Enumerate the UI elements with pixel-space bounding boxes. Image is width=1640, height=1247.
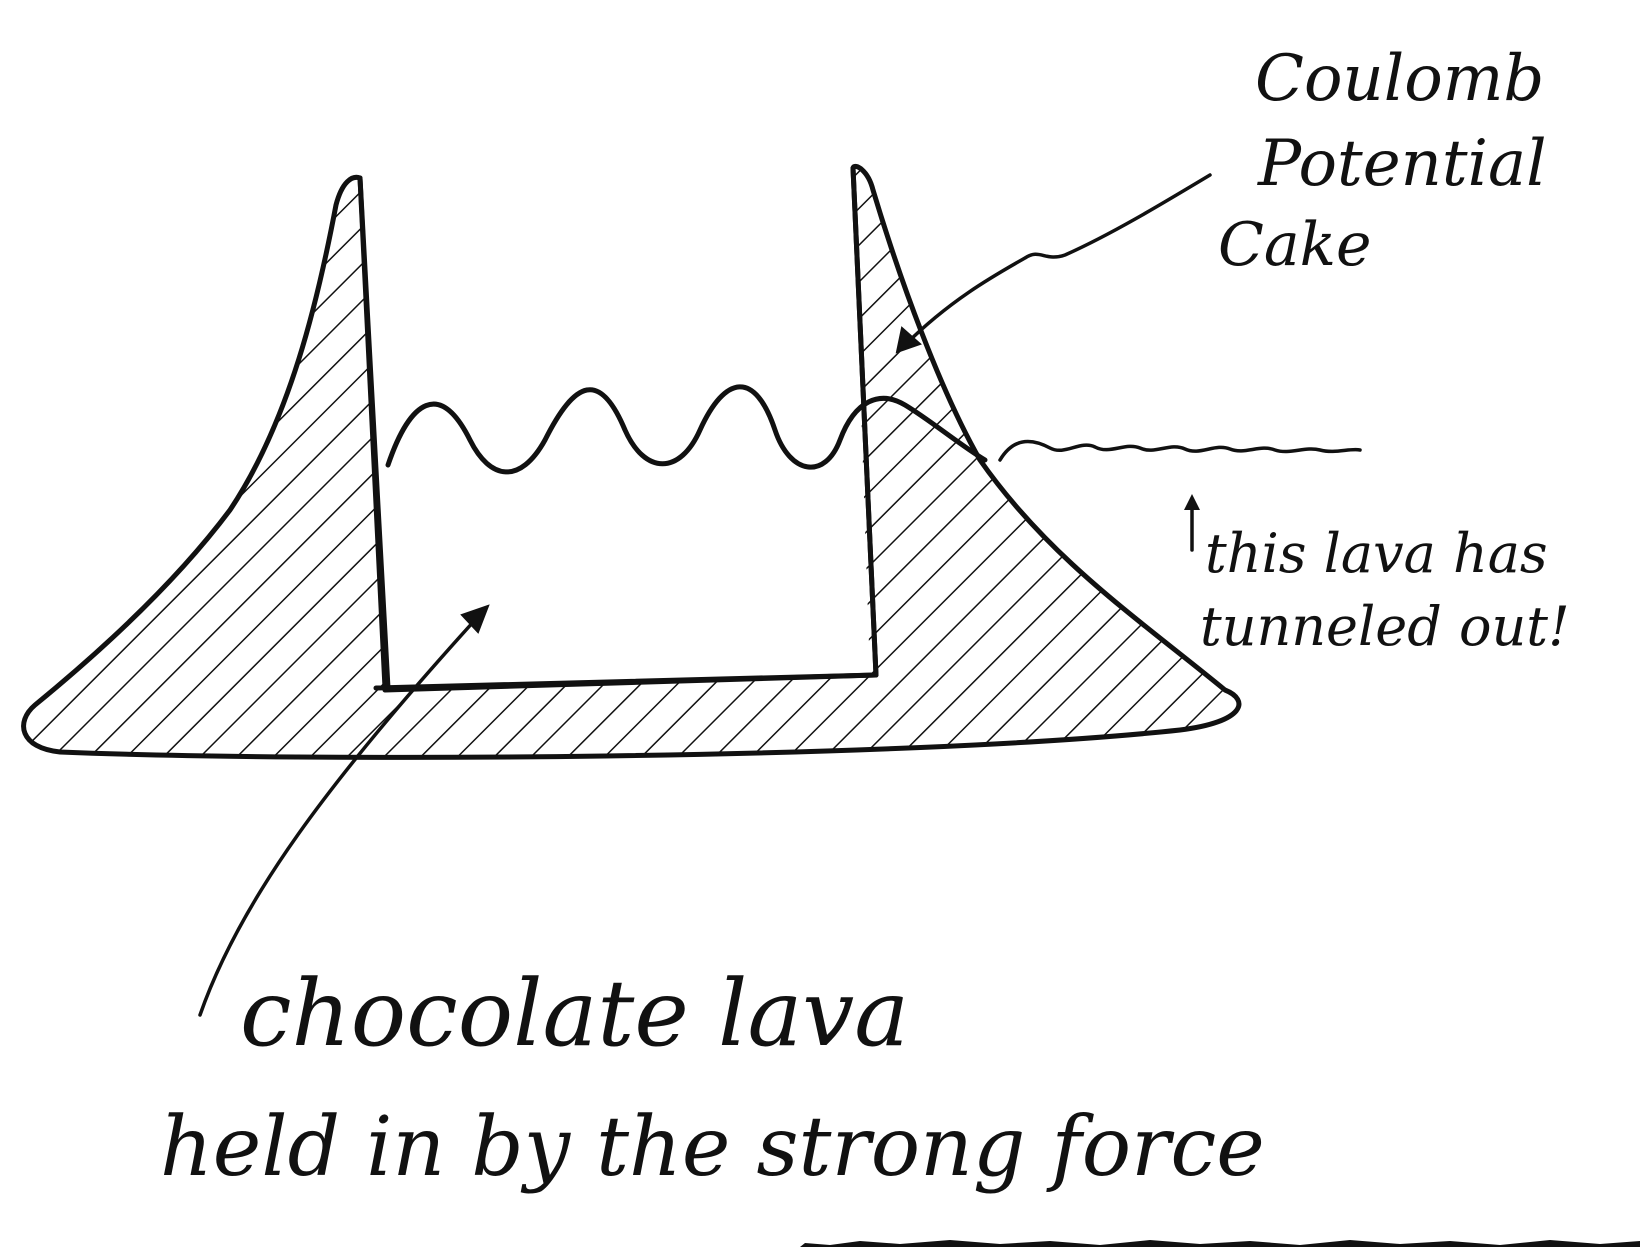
coulomb-label-line3: Cake: [1218, 210, 1372, 280]
wave-function-inside: [385, 384, 988, 475]
well-floor: [373, 672, 879, 691]
tunneled-label-line2: tunneled out!: [1200, 595, 1570, 658]
torn-edge: [800, 1240, 1640, 1247]
coulomb-arrowhead: [895, 326, 922, 354]
tunneled-wave: [998, 439, 1362, 462]
coulomb-arrow-line: [903, 173, 1212, 347]
potential-outline: [21, 164, 1242, 760]
lava-arrowhead: [460, 604, 490, 634]
well-right-wall: [850, 165, 879, 678]
tunnel-arrowhead: [1184, 494, 1200, 510]
potential-well-interior: [365, 180, 868, 684]
tunneled-label-line1: this lava has: [1205, 522, 1548, 585]
coulomb-label-line1: Coulomb: [1255, 42, 1544, 116]
coulomb-label-line2: Potential: [1257, 127, 1547, 201]
lava-label-line1: chocolate lava: [240, 960, 909, 1067]
potential-cake-hatched-region: [23, 166, 1239, 758]
lava-label-line2: held in by the strong force: [160, 1100, 1265, 1195]
lava-arrow-line: [198, 618, 477, 1017]
well-left-wall: [357, 175, 391, 691]
